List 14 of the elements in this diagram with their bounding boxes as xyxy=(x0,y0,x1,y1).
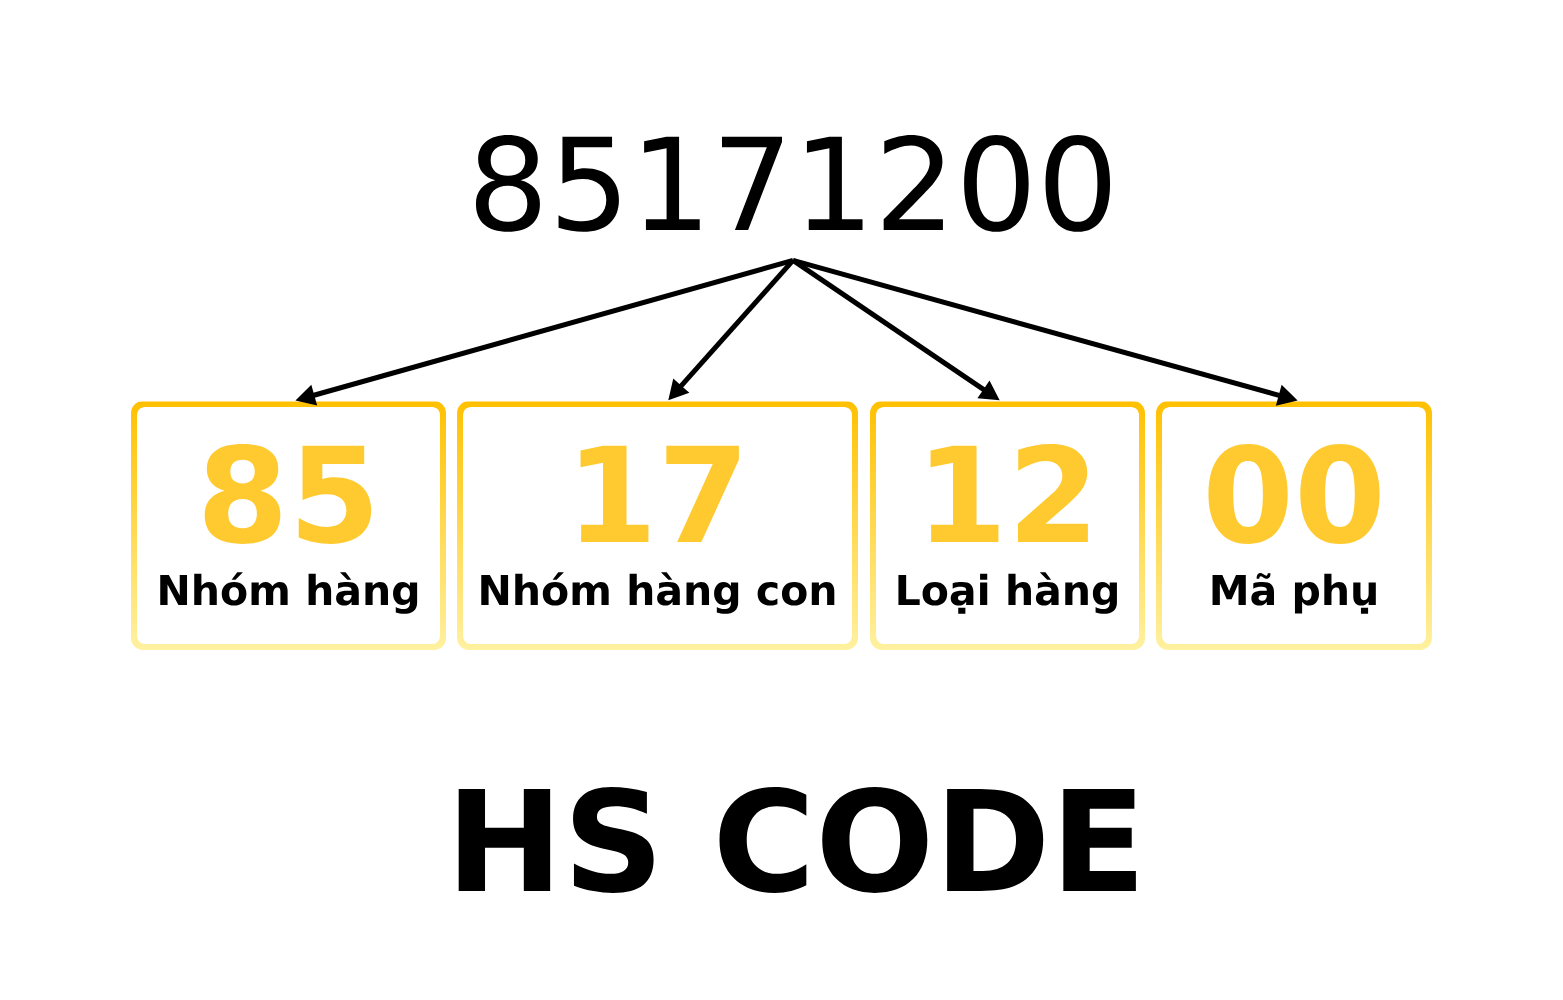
code-box xyxy=(463,407,852,644)
code-digits: 85 xyxy=(204,444,372,544)
code-box xyxy=(1162,407,1426,644)
code-box xyxy=(876,407,1139,644)
heading: HS CODE xyxy=(458,787,1136,893)
code-digits: 17 xyxy=(580,445,739,542)
code-digits: 12 xyxy=(930,444,1088,542)
code-box xyxy=(137,407,440,644)
segment-label: Mã phụ xyxy=(1212,573,1376,614)
segment-label: Nhóm hàng xyxy=(160,572,418,614)
segment-label: Nhóm hàng con xyxy=(481,572,835,614)
segment-label: Loại hàng xyxy=(898,572,1117,614)
code-number: 85171200 xyxy=(475,135,1111,232)
code-digits: 00 xyxy=(1208,444,1380,544)
